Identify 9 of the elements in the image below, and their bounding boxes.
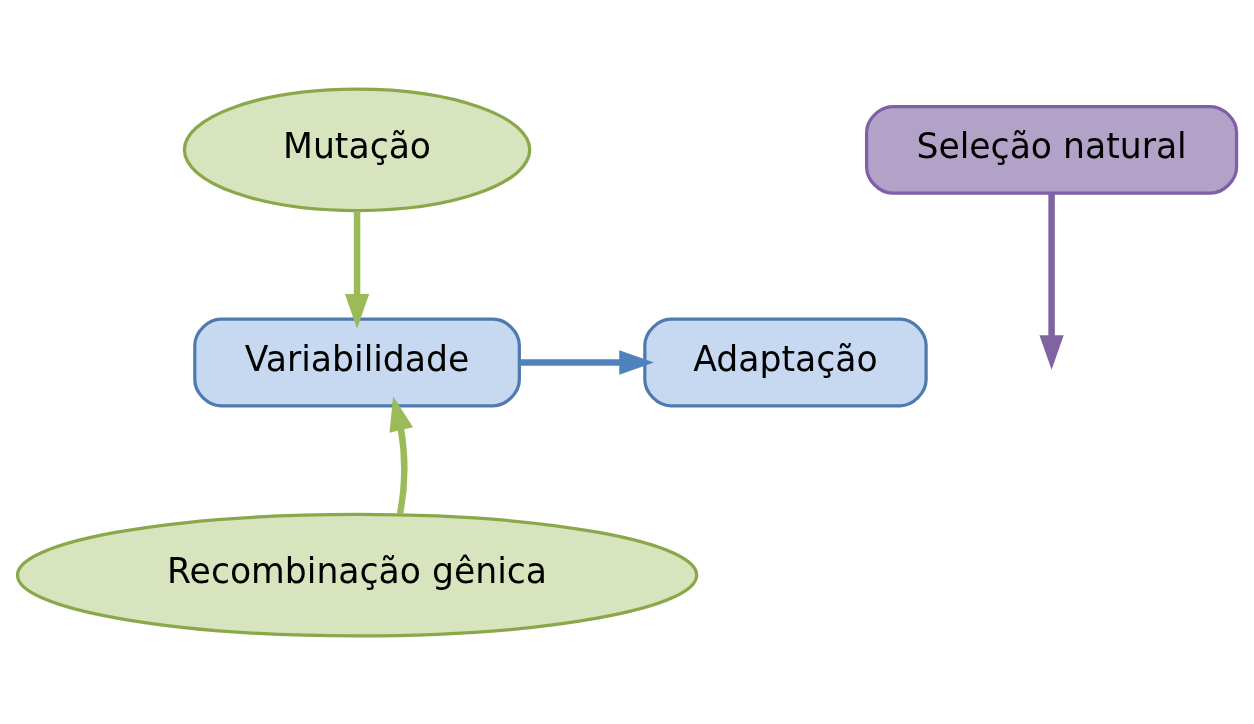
node-box: Adaptação <box>643 317 928 407</box>
node-ellipse: Mutação <box>182 87 532 212</box>
node-ellipse: Recombinação gênica <box>15 512 699 637</box>
node-box: Seleção natural <box>864 104 1239 195</box>
node-box: Variabilidade <box>193 317 521 407</box>
arrow <box>344 210 370 329</box>
arrow <box>1039 192 1064 370</box>
arrow <box>519 349 654 375</box>
arrow <box>389 395 414 514</box>
